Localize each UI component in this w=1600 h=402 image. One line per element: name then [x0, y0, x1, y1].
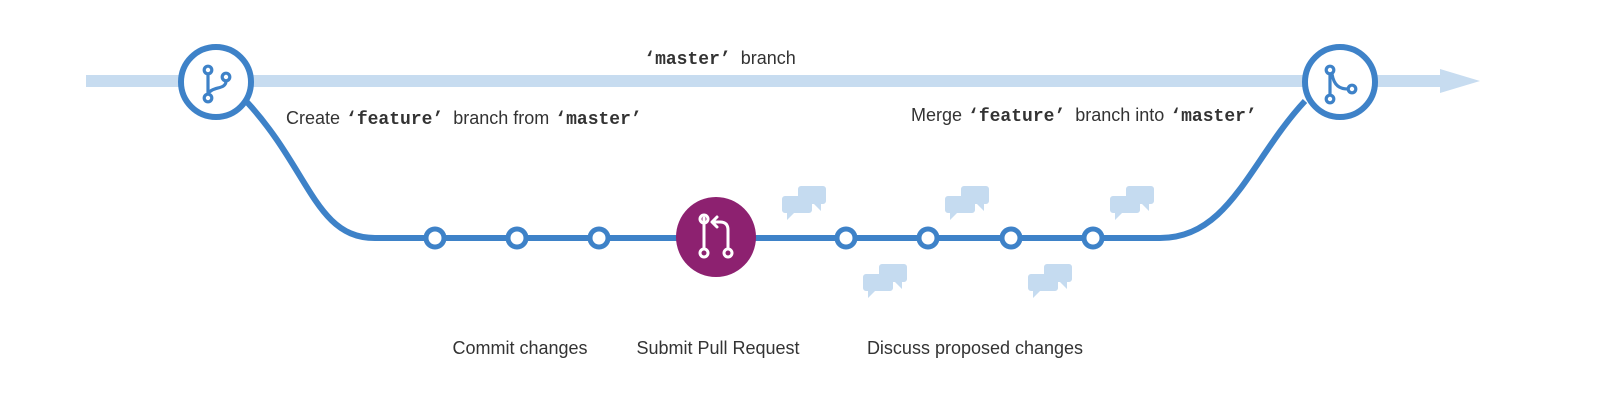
master-branch-label: ‘master’branch — [644, 48, 795, 70]
git-pull-request-icon — [698, 215, 734, 259]
comment-discussion-icon — [1110, 186, 1154, 220]
submit-pull-request-label: Submit Pull Request — [636, 338, 799, 358]
commit-node — [587, 226, 611, 250]
comment-discussion-icon — [1028, 264, 1072, 298]
comment-discussion-icon — [863, 264, 907, 298]
comment-discussion-icon — [782, 186, 826, 220]
commit-nodes — [423, 226, 1105, 250]
commit-node — [423, 226, 447, 250]
commit-node — [999, 226, 1023, 250]
commit-changes-label: Commit changes — [452, 338, 587, 358]
merge-branch-label: Merge‘feature’branch into‘master’ — [911, 105, 1257, 127]
discuss-changes-label: Discuss proposed changes — [867, 338, 1083, 358]
comment-discussion-icon — [945, 186, 989, 220]
commit-node — [1081, 226, 1105, 250]
commit-node — [505, 226, 529, 250]
create-branch-label: Create‘feature’branch from‘master’ — [286, 108, 642, 130]
feature-branch-line — [243, 98, 1308, 241]
branch-start-node — [178, 44, 254, 120]
merge-end-node — [1302, 44, 1378, 120]
commit-node — [916, 226, 940, 250]
commit-node — [834, 226, 858, 250]
git-branch-icon — [202, 64, 232, 104]
pull-request-node — [676, 197, 756, 277]
master-branch-line — [86, 69, 1480, 93]
git-merge-icon — [1324, 64, 1358, 105]
